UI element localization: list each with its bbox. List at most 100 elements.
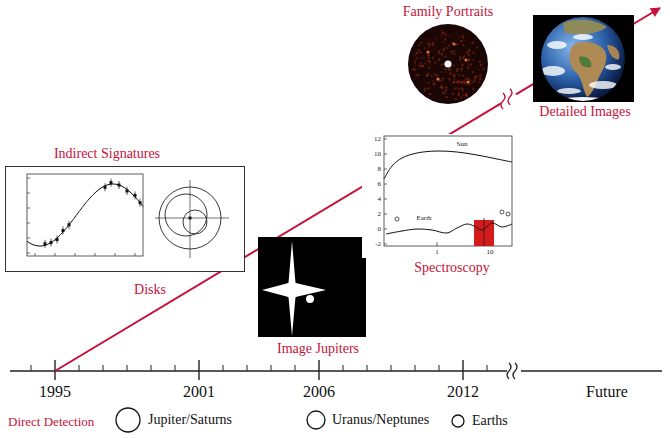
- legend-text: Uranus/Neptunes: [332, 412, 429, 428]
- future-label: Future: [586, 384, 628, 400]
- speckle: [462, 64, 464, 66]
- speckle: [462, 75, 464, 77]
- image-ground: [533, 15, 634, 102]
- plot-tick: [27, 238, 30, 239]
- speckle: [452, 53, 454, 55]
- speckle: [462, 44, 464, 46]
- spectrum-plot: Spectroscopy: [362, 134, 516, 278]
- diffraction-spikes: [262, 241, 326, 336]
- speckle: [458, 74, 460, 76]
- speckle: [472, 88, 474, 90]
- plot-tick: [135, 253, 136, 256]
- speckle: [441, 33, 443, 35]
- speckle: [442, 79, 444, 81]
- illustration: [5, 166, 245, 272]
- speckle: [457, 94, 459, 96]
- speckle: [474, 78, 476, 80]
- legend-symbol: [305, 409, 327, 431]
- speckle: [438, 58, 440, 60]
- speckle: [458, 88, 460, 90]
- speckle: [448, 45, 450, 47]
- speckle: [457, 68, 459, 70]
- speckle: [469, 49, 471, 51]
- axis-tick-label: 12: [374, 136, 381, 143]
- year-label: 1995: [39, 384, 71, 400]
- speckle: [459, 57, 461, 59]
- speckle: [479, 61, 481, 63]
- sun-spectrum: [384, 151, 512, 179]
- speckle: [461, 82, 463, 84]
- panel-caption: Image Jupiters: [277, 341, 359, 357]
- speckle: [442, 41, 444, 43]
- speckle: [432, 80, 434, 82]
- speckle: [414, 62, 416, 64]
- speckle: [441, 86, 443, 88]
- speckle: [414, 54, 416, 56]
- speckle: [420, 56, 422, 58]
- speckle: [454, 98, 456, 100]
- minor-tick: [343, 365, 344, 371]
- continent: [563, 20, 607, 35]
- illustration: [362, 134, 516, 258]
- speckle: [442, 87, 444, 89]
- star-image: [284, 282, 300, 298]
- speckle: [416, 57, 418, 59]
- image-disc: [408, 24, 488, 104]
- panel-caption: Detailed Images: [539, 104, 630, 120]
- speckle: [446, 96, 448, 98]
- speckle: [423, 57, 425, 59]
- speckle: [439, 64, 441, 66]
- speckle: [456, 87, 458, 89]
- speckle: [453, 81, 455, 83]
- major-tick: [198, 360, 199, 380]
- error-bar: [45, 240, 46, 248]
- axis-tick-label: 6: [378, 181, 382, 188]
- minor-tick: [271, 365, 272, 371]
- data-point: [44, 242, 47, 245]
- speckle: [414, 65, 416, 67]
- speckle: [459, 59, 461, 61]
- speckle: [461, 74, 463, 76]
- speckle: [435, 41, 437, 43]
- orbit-circle: [165, 194, 207, 236]
- speckle: [428, 82, 430, 84]
- planet-dot: [426, 50, 429, 53]
- speckle: [448, 78, 450, 80]
- speckle: [433, 73, 435, 75]
- legend-symbol: [114, 406, 142, 434]
- speckle: [473, 80, 475, 82]
- speckle: [472, 42, 474, 44]
- speckle: [424, 88, 426, 90]
- speckle: [428, 57, 430, 59]
- minor-tick: [439, 365, 440, 371]
- data-point: [134, 194, 137, 197]
- speckle: [427, 74, 429, 76]
- error-bar: [63, 227, 64, 235]
- speckle: [479, 74, 481, 76]
- family-portrait-image: Family Portraits: [403, 4, 498, 108]
- year-label: 2006: [303, 384, 335, 400]
- speckle: [440, 36, 442, 38]
- panel-frame: [6, 167, 245, 272]
- axis-break: [507, 363, 511, 379]
- speckle: [460, 96, 462, 98]
- speckle: [449, 73, 451, 75]
- speckle: [428, 60, 430, 62]
- minor-tick: [223, 365, 224, 371]
- curve-label: Sun: [457, 141, 468, 148]
- error-bar: [69, 221, 70, 229]
- minor-tick: [127, 365, 128, 371]
- speckle: [422, 65, 424, 67]
- minor-tick: [367, 365, 368, 371]
- plot-tick: [95, 253, 96, 256]
- speckle: [434, 61, 436, 63]
- speckle: [418, 49, 420, 51]
- orbit-circle: [183, 210, 207, 234]
- speckle: [420, 41, 422, 43]
- speckle: [457, 81, 459, 83]
- plot-tick: [384, 229, 387, 230]
- speckle: [463, 80, 465, 82]
- data-point: [68, 223, 71, 226]
- error-bar: [135, 191, 136, 199]
- error-bar: [105, 183, 106, 191]
